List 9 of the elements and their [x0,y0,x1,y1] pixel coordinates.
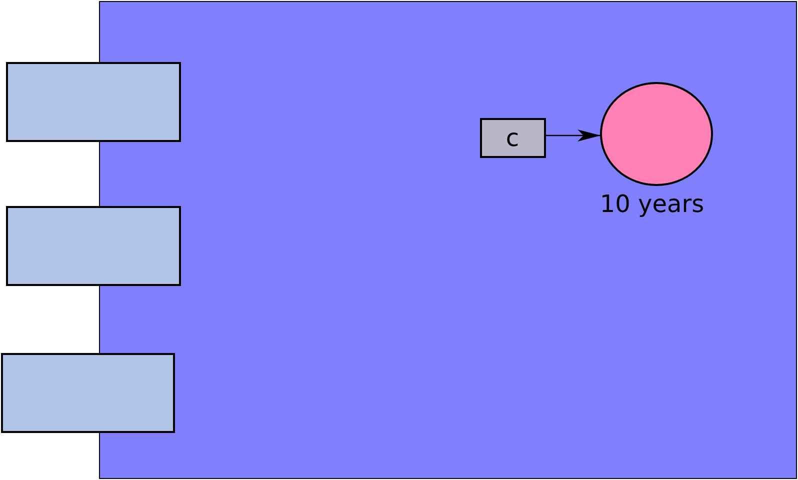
empty-box [6,62,181,142]
empty-box [1,353,175,433]
node-label: c [506,126,520,150]
empty-box [6,206,181,286]
circle-node [600,82,712,186]
panel-background [99,1,797,479]
duration-label: 10 years [600,192,704,216]
arrow [546,130,601,142]
process-box [480,118,546,158]
